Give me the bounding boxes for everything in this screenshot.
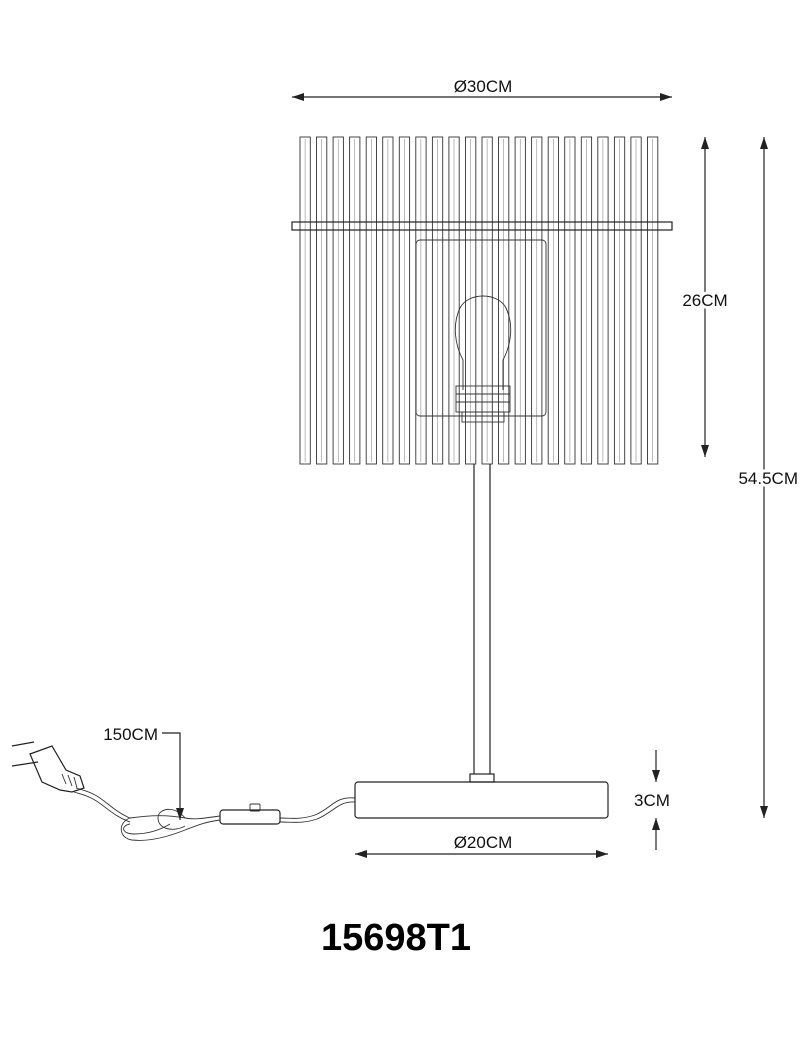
lamp-stem	[469, 464, 495, 783]
shade-diameter-dimension: Ø30CM	[292, 77, 672, 101]
inline-switch	[219, 809, 281, 825]
cable-length-callout: 150CM	[103, 725, 184, 820]
total-height-label: 54.5CM	[738, 469, 798, 488]
base-height-dimension: 3CM	[634, 750, 670, 850]
model-number: 15698T1	[321, 917, 471, 959]
socket-base	[461, 411, 505, 423]
cable-length-label: 150CM	[103, 725, 158, 744]
base-diameter-label: Ø20CM	[454, 833, 513, 852]
inner-frame	[415, 239, 547, 417]
shade-height-label: 26CM	[682, 291, 727, 310]
base-diameter-dimension: Ø20CM	[355, 833, 608, 858]
shade-diameter-label: Ø30CM	[454, 77, 513, 96]
plug-pin-upper	[11, 741, 35, 747]
shade-height-dimension: 26CM	[679, 137, 731, 457]
shade-ring	[291, 221, 673, 231]
base-height-label: 3CM	[634, 791, 670, 810]
lamp-shade	[291, 136, 673, 465]
switch-button	[249, 803, 261, 812]
power-cord	[11, 741, 356, 841]
bulb	[454, 295, 512, 390]
plug-body	[29, 745, 85, 793]
total-height-dimension: 54.5CM	[735, 137, 800, 818]
lamp-base	[354, 781, 609, 819]
shade-slats	[299, 136, 659, 465]
plug-pin-lower	[11, 761, 39, 767]
